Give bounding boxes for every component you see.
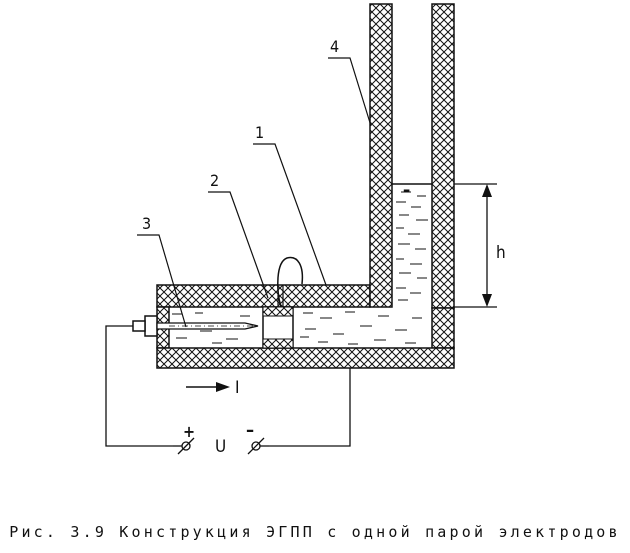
tube-left-wall [369, 3, 393, 308]
tube-liquid [392, 183, 432, 301]
label-voltage: U [215, 437, 226, 457]
label-part-2: 2 [210, 171, 219, 190]
electrode-needle [132, 315, 259, 337]
current-arrow [186, 382, 230, 392]
label-height: h [496, 243, 506, 263]
label-part-3: 3 [142, 214, 151, 233]
insulation-walls [156, 3, 455, 369]
bottom-wall [156, 347, 455, 369]
end-wall [431, 307, 455, 349]
label-current: I [235, 378, 240, 398]
label-minus-surface: – [403, 180, 410, 199]
height-indicator [454, 183, 497, 308]
label-plus: + [183, 422, 195, 441]
label-minus-terminal: – [246, 420, 254, 441]
figure-caption: Рис. 3.9 Конструкция ЭГПП с одной парой … [9, 523, 621, 541]
tube-right-wall [431, 3, 455, 309]
horizontal-wall-top [156, 284, 371, 308]
electric-circuit [105, 325, 351, 455]
leader-lines [137, 57, 372, 328]
label-part-4: 4 [330, 37, 339, 56]
label-part-1: 1 [255, 123, 264, 142]
electrode-2 [262, 256, 304, 349]
